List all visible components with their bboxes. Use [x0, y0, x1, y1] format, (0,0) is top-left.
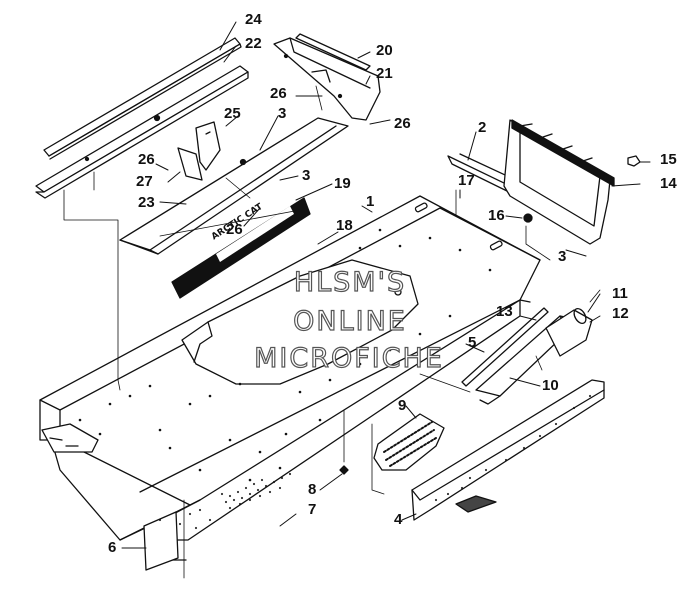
watermark-line-2: ONLINE — [293, 306, 407, 337]
part-14-frame — [503, 119, 615, 245]
part-15-nut — [627, 155, 641, 167]
callout-25: 25 — [224, 105, 241, 122]
part-23-channel — [119, 117, 349, 255]
callout-27: 27 — [136, 173, 153, 190]
perforation-pattern — [158, 394, 592, 530]
callout-3-mid: 3 — [302, 167, 311, 184]
rivet-pattern — [78, 228, 492, 482]
callout-26-left: 26 — [138, 151, 155, 168]
callout-14: 14 — [660, 175, 677, 192]
callout-6: 6 — [108, 539, 117, 556]
part-9-footrest — [373, 413, 445, 471]
callout-26-lower: 26 — [226, 221, 243, 238]
callout-7: 7 — [308, 501, 317, 518]
callout-2: 2 — [478, 119, 487, 136]
callout-10: 10 — [542, 377, 559, 394]
part-25-bracket — [195, 121, 221, 171]
callout-26-top: 26 — [270, 85, 287, 102]
callout-20: 20 — [376, 42, 393, 59]
callout-23: 23 — [138, 194, 155, 211]
callout-3-top: 3 — [278, 105, 287, 122]
callout-3-right: 3 — [558, 248, 567, 265]
part-13-rail — [461, 307, 549, 387]
callout-17: 17 — [458, 172, 475, 189]
callout-8: 8 — [308, 481, 317, 498]
callout-15: 15 — [660, 151, 677, 168]
callout-4: 4 — [394, 511, 403, 528]
callout-13: 13 — [496, 303, 513, 320]
watermark-line-1: HLSM'S — [293, 267, 407, 298]
part-6-plate — [143, 511, 179, 571]
callout-9: 9 — [398, 397, 407, 414]
part-27-bracket — [177, 147, 203, 181]
part-20-strip — [295, 33, 371, 71]
callout-22: 22 — [245, 35, 262, 52]
callout-5: 5 — [468, 334, 477, 351]
alignment-lines — [63, 85, 601, 579]
part-19-decal — [171, 197, 311, 299]
callout-19: 19 — [334, 175, 351, 192]
leader-lines — [121, 21, 651, 549]
callout-1: 1 — [366, 193, 375, 210]
callout-24: 24 — [245, 11, 262, 28]
watermark-line-3: MICROFICHE — [253, 343, 444, 374]
callout-26-right: 26 — [394, 115, 411, 132]
part-16-bolt — [523, 213, 533, 223]
part-8-rivet — [339, 465, 349, 475]
callout-21: 21 — [376, 65, 393, 82]
callout-18: 18 — [336, 217, 353, 234]
part-18-mat — [181, 259, 419, 385]
part-22-channel — [35, 65, 249, 199]
callout-11: 11 — [612, 285, 628, 302]
part-24-strip — [43, 37, 242, 160]
callout-12: 12 — [612, 305, 629, 322]
part-21-channel — [273, 37, 381, 121]
callout-16: 16 — [488, 207, 505, 224]
part-4-running-board — [411, 379, 605, 521]
part-11-12-bumper-tube — [545, 307, 593, 357]
